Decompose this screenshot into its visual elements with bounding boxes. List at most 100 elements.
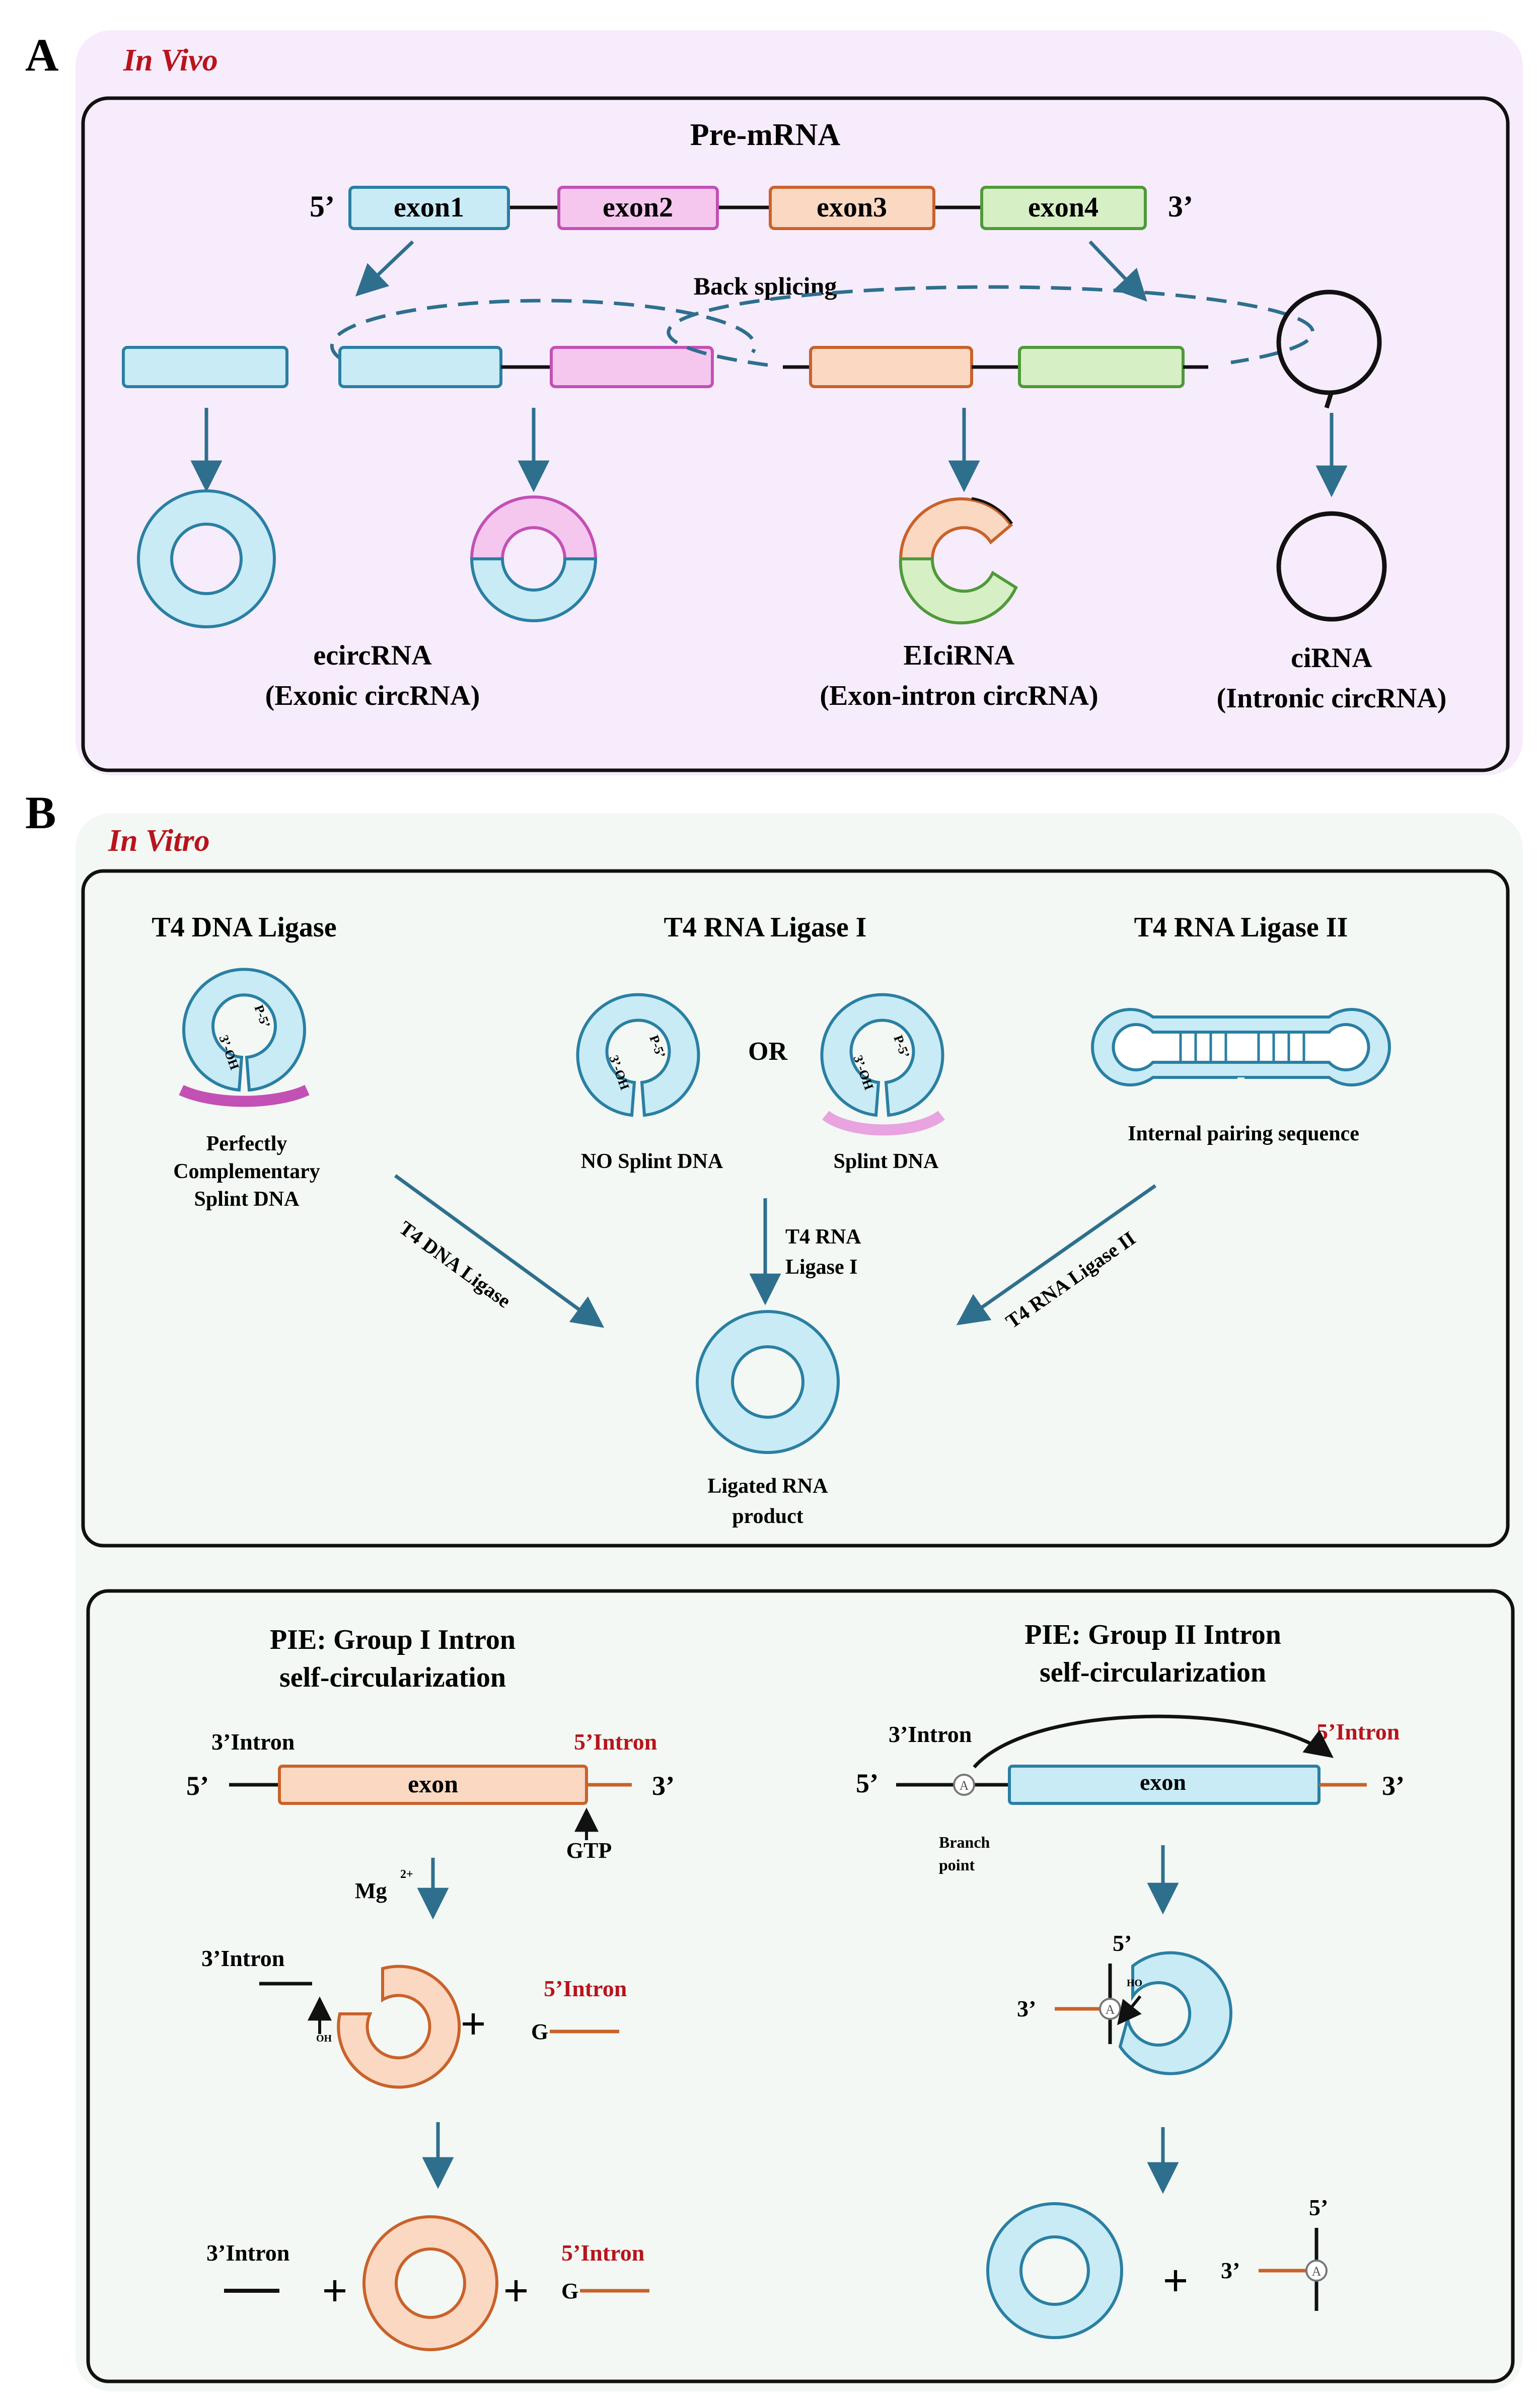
g1-mid-5intron: 5’Intron [544, 1976, 627, 2001]
g1-products: 3’Intron + + 5’Intron G [206, 2215, 649, 2351]
panel-a-title: In Vivo [123, 43, 218, 78]
product-label-1: Ligated RNA [707, 1475, 828, 1498]
back-splice-loop-1 [330, 299, 757, 361]
panel-b-frame [81, 869, 1510, 1548]
g1-title-2: self-circularization [279, 1662, 506, 1693]
cirna-ring [1276, 511, 1387, 622]
g2-five-prime: 5’ [856, 1768, 878, 1798]
single-exon1 [122, 346, 288, 388]
g1-intermediate: 3’Intron OH + 5’Intron G [201, 1945, 627, 2089]
cirna-name: ciRNA [1291, 642, 1372, 674]
g1-title-1: PIE: Group I Intron [270, 1624, 516, 1655]
perfect-label-2: Complementary [173, 1160, 320, 1183]
ecircrna-name: ecircRNA [313, 640, 432, 671]
g2-mid-three-prime: 3’ [1017, 1996, 1036, 2021]
pair2-exon4 [1018, 346, 1185, 388]
g1-mid-g: G [531, 2019, 548, 2044]
exon3-label: exon3 [817, 192, 887, 223]
g2-intermediate: 5’ 3’ A HO [1017, 1930, 1233, 2075]
t4rna1-title: T4 RNA Ligase I [664, 912, 867, 943]
t4rna2-title: T4 RNA Ligase II [1134, 912, 1348, 943]
t4dna-nicked-ring: 3’-OH P-5’ [179, 968, 310, 1107]
g2-mid-a-label: A [1106, 2002, 1115, 2017]
exon2-label: exon2 [603, 192, 673, 223]
mg-sup: 2+ [400, 1868, 413, 1881]
arrow-t4rna2 [956, 1184, 1157, 1326]
g1-oh-small: OH [316, 2033, 332, 2044]
pie-frame [86, 1589, 1515, 2383]
product-label-2: product [732, 1505, 803, 1528]
g2-ho-small: HO [1127, 1978, 1142, 1989]
g1-end-plus-2: + [503, 2266, 529, 2316]
g2-end-five-prime: 5’ [1309, 2195, 1328, 2220]
panel-a-letter: A [25, 29, 58, 81]
arrow-t4dna [394, 1174, 605, 1328]
exon4-box [980, 186, 1147, 230]
g2-title-2: self-circularization [1040, 1657, 1266, 1688]
eicirna-ring [899, 497, 1018, 625]
g2-three-prime: 3’ [1382, 1771, 1405, 1801]
premrna-strand: 5’ exon1 exon2 exon3 exon4 3’ [310, 186, 1193, 230]
g2-precursor: 3’Intron 5’Intron 5’ A exon 3’ Branch po… [856, 1714, 1405, 1874]
g1-end-3intron: 3’Intron [206, 2240, 289, 2266]
g1-3intron-label: 3’Intron [211, 1729, 295, 1755]
premrna-title: Pre-mRNA [690, 118, 841, 152]
panel-b-title: In Vitro [108, 824, 210, 858]
exon4-label: exon4 [1028, 192, 1098, 223]
perfect-label-3: Splint DNA [194, 1188, 300, 1211]
splint-dna-perfect [179, 1085, 310, 1107]
pair1-exon1 [338, 346, 502, 388]
g2-exon-label: exon [1140, 1769, 1186, 1795]
arrow-t4rna1-label-1: T4 RNA [785, 1225, 861, 1249]
panel-b-letter: B [25, 787, 56, 838]
pair2-exon3 [809, 346, 973, 388]
no-splint-label: NO Splint DNA [581, 1150, 723, 1173]
panel-a: A In Vivo Pre-mRNA 5’ exon1 exon2 exon3 … [25, 29, 1523, 775]
g2-branch-a [953, 1774, 975, 1796]
t4dna-title: T4 DNA Ligase [152, 912, 336, 943]
g2-3intron-label: 3’Intron [889, 1721, 972, 1747]
t4rna2-dumbbell [1091, 1008, 1391, 1087]
t4rna1-ring-nosplint: 3’-OH P-5’ [576, 993, 700, 1117]
g2-end-three-prime: 3’ [1221, 2258, 1240, 2283]
mg-label: Mg [355, 1878, 387, 1903]
ecircrna-two-exon-ring [470, 495, 598, 622]
exon3-box [769, 186, 935, 230]
cirna-full: (Intronic circRNA) [1217, 683, 1447, 714]
splint-label: Splint DNA [834, 1150, 939, 1173]
g1-mid-plus: + [460, 1999, 486, 2049]
arrow-exon1-down [355, 240, 414, 297]
g1-exon-label: exon [408, 1770, 458, 1798]
ligated-ring [699, 1313, 837, 1451]
g2-products: + 5’ 3’ A [986, 2195, 1328, 2339]
g1-three-prime: 3’ [652, 1771, 675, 1801]
ecircrna-full: (Exonic circRNA) [265, 680, 480, 711]
g2-attack-arrow [973, 1714, 1334, 1769]
or-label: OR [748, 1037, 788, 1066]
g2-circrna [989, 2205, 1120, 2336]
g1-end-5intron: 5’Intron [561, 2240, 644, 2266]
g2-open-ring [1118, 1951, 1233, 2075]
back-splice-loop-2 [667, 285, 1315, 367]
three-prime-label: 3’ [1168, 190, 1193, 223]
gtp-label: GTP [566, 1838, 612, 1863]
g1-open-ring [337, 1965, 461, 2089]
g1-5intron-label: 5’Intron [574, 1729, 657, 1755]
g1-end-plus-1: + [322, 2266, 347, 2316]
panel-pie: PIE: Group I Intron self-circularization… [86, 1589, 1515, 2383]
g1-circrna [365, 2218, 495, 2348]
arrow-t4rna1-label-2: Ligase I [785, 1256, 858, 1279]
exon2-box [557, 186, 719, 230]
g1-five-prime: 5’ [186, 1771, 209, 1801]
g2-mid-five-prime: 5’ [1113, 1930, 1132, 1956]
g2-end-plus: + [1162, 2256, 1188, 2306]
exon1-box [348, 186, 510, 230]
perfect-label-1: Perfectly [206, 1132, 287, 1155]
g1-end-g: G [561, 2279, 578, 2303]
g1-precursor: 3’Intron 5’Intron 5’ exon 3’ GTP [186, 1729, 675, 1863]
branch-label-1: Branch [939, 1833, 990, 1851]
pair1-exon2 [550, 346, 714, 388]
g2-branch-a-label: A [960, 1778, 969, 1793]
five-prime-label: 5’ [310, 190, 335, 223]
